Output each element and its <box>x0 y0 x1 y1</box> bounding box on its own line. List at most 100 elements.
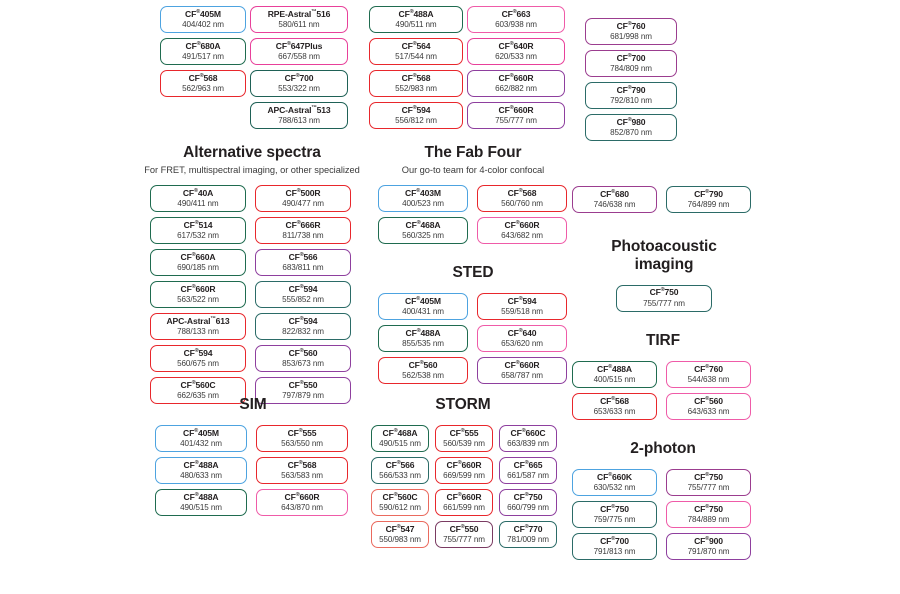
trademark-icon: ® <box>521 427 526 434</box>
dye-name: CF®660R <box>504 219 540 230</box>
section-fab-four: The Fab Four Our go-to team for 4-color … <box>378 144 568 244</box>
trademark-icon: ® <box>611 395 616 402</box>
dye-spectra: 555/852 nm <box>282 295 324 305</box>
dye-name: CF®468A <box>382 427 418 438</box>
trademark-icon: ™ <box>311 104 317 111</box>
dye-spectra: 643/682 nm <box>501 231 543 241</box>
trademark-icon: ® <box>191 379 196 386</box>
dye-spectra: 550/983 nm <box>379 535 421 545</box>
trademark-icon: ® <box>627 20 632 27</box>
dye-name: CF®647Plus <box>275 40 323 51</box>
section-subheading: For FRET, multispectral imaging, or othe… <box>144 164 360 175</box>
trademark-icon: ® <box>518 187 523 194</box>
dye-spectra: 653/620 nm <box>501 339 543 349</box>
dye-name: CF®660K <box>597 471 632 482</box>
dye-name: CF®790 <box>616 84 646 95</box>
dye-spectra: 590/612 nm <box>379 503 421 513</box>
trademark-icon: ® <box>296 187 301 194</box>
dye-name: CF®665 <box>513 459 543 470</box>
section-subheading: Our go-to team for 4-color confocal <box>401 164 545 175</box>
trademark-icon: ® <box>457 459 462 466</box>
dye-name: CF®560 <box>288 347 318 358</box>
